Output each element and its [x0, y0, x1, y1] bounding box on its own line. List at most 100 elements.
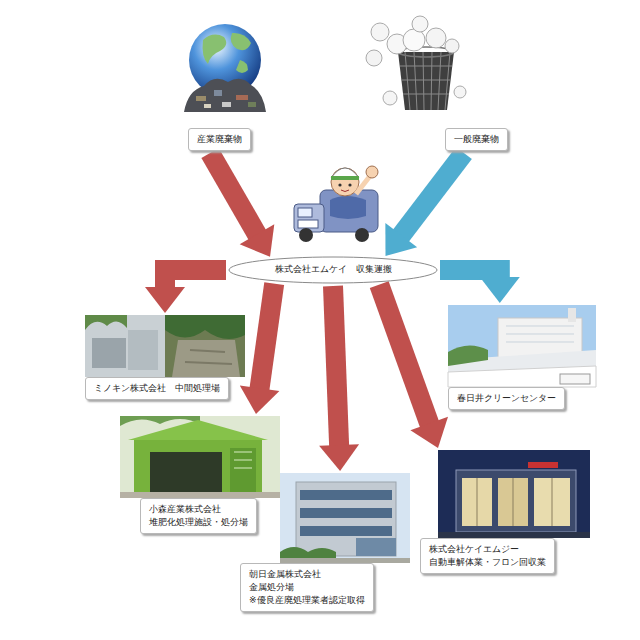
- truck-icon-part: [298, 220, 318, 228]
- clean-center-photo-part: [448, 305, 596, 387]
- rubble-pile: [184, 79, 266, 112]
- arrow-body: [440, 270, 500, 278]
- block-arrow: [240, 284, 280, 414]
- truck-icon: [294, 166, 378, 242]
- label-text: 産業廃棄物: [197, 133, 242, 146]
- plant-photo-part: [92, 338, 126, 368]
- block-arrow: [319, 286, 359, 471]
- plant-photo-part: [165, 315, 245, 377]
- label-text: 堆肥化処理施設・処分場: [149, 516, 248, 529]
- metal-office-photo-part: [300, 490, 392, 500]
- label-text: 小森産業株式会社: [149, 503, 248, 516]
- waste-type-label: 一般廃棄物: [445, 128, 508, 151]
- rubble-pile-part: [184, 79, 266, 112]
- truck-icon-part: [356, 176, 370, 194]
- caption-box: ミノキン株式会社 中間処理場: [85, 377, 229, 400]
- caption-box: 株式会社ケイエムジー自動車解体業・フロン回収業: [420, 538, 555, 574]
- photo-area: [448, 305, 596, 387]
- arrow-body: [379, 285, 429, 425]
- arrow-body: [210, 153, 257, 235]
- arrow-body: [165, 270, 226, 288]
- truck-icon-part: [299, 228, 313, 242]
- arrow-head: [240, 385, 280, 414]
- truck-icon-part: [320, 190, 378, 232]
- facility-box: ミノキン株式会社 中間処理場: [85, 315, 245, 400]
- kmg-building-photo-part: [438, 450, 590, 538]
- arrow-head: [480, 277, 520, 303]
- truck-icon-part: [355, 228, 369, 242]
- truck-icon-part: [330, 196, 366, 219]
- wastebasket-icon-part: [454, 86, 466, 98]
- plant-photo-part: [165, 315, 245, 339]
- label-text: 自動車解体業・フロン回収業: [429, 556, 546, 569]
- wastebasket-icon: [366, 16, 466, 110]
- truck-icon-part: [348, 183, 351, 186]
- facility-box: 朝日金属株式会社金属処分場※優良産廃処理業者認定取得: [280, 473, 414, 612]
- photo-area: [280, 473, 410, 563]
- label-text: ミノキン株式会社 中間処理場: [94, 382, 220, 395]
- rubble-pile-part: [196, 96, 206, 101]
- caption-box: 春日井クリーンセンター: [448, 387, 565, 410]
- block-arrow: [440, 270, 520, 303]
- plant-photo-part: [85, 315, 165, 377]
- rubble-pile-part: [214, 90, 222, 96]
- facility-box: 株式会社ケイエムジー自動車解体業・フロン回収業: [438, 450, 590, 574]
- label-text: ※優良産廃処理業者認定取得: [249, 594, 365, 607]
- wastebasket-icon-part: [366, 50, 382, 66]
- clean-center-photo: [448, 305, 596, 387]
- label-text: 株式会社ケイエムジー: [429, 543, 546, 556]
- wastebasket-icon-part: [426, 28, 446, 48]
- photo-area: [85, 315, 245, 377]
- label-text: 一般廃棄物: [454, 133, 499, 146]
- block-arrow: [145, 270, 226, 313]
- metal-office-photo: [280, 473, 410, 563]
- plant-photo: [85, 315, 245, 377]
- arrow-head: [319, 444, 359, 471]
- rubble-pile-part: [248, 102, 256, 107]
- metal-office-photo-part: [356, 538, 396, 556]
- compost-facility-photo-part: [128, 420, 268, 440]
- compost-facility-photo-part: [234, 452, 252, 468]
- metal-office-photo-part: [296, 482, 396, 556]
- wastebasket-icon-part: [412, 16, 428, 32]
- truck-icon-part: [298, 208, 312, 217]
- clean-center-photo-part: [568, 308, 576, 322]
- block-arrow: [210, 153, 274, 257]
- truck-icon-part: [331, 176, 359, 180]
- globe-icon-part: [203, 35, 227, 64]
- label-text: 金属処分場: [249, 581, 365, 594]
- label-text: 朝日金属株式会社: [249, 568, 365, 581]
- photo-area: [438, 450, 590, 538]
- arrow-body: [401, 153, 464, 236]
- block-arrow: [385, 153, 464, 256]
- truck-icon-part: [366, 166, 378, 178]
- metal-office-photo-part: [300, 526, 392, 536]
- arrow-body: [259, 284, 274, 390]
- rubble-pile-part: [222, 102, 231, 107]
- truck-icon-part: [338, 183, 341, 186]
- facility-box: 小森産業株式会社堆肥化処理施設・処分場: [120, 416, 280, 534]
- arrow-head: [385, 223, 417, 256]
- compost-facility-photo-part: [120, 416, 280, 498]
- compost-facility-photo: [120, 416, 280, 498]
- metal-office-photo-part: [280, 473, 410, 563]
- clean-center-photo-part: [448, 345, 488, 366]
- caption-box: 小森産業株式会社堆肥化処理施設・処分場: [140, 498, 257, 534]
- company-ellipse: 株式会社エムケイ 収集運搬: [228, 256, 438, 284]
- ellipse-outline: [229, 257, 437, 283]
- rubble-pile-part: [204, 104, 211, 108]
- truck-icon-part: [294, 204, 324, 232]
- compost-facility-photo-part: [150, 452, 222, 494]
- arrow-body: [333, 286, 339, 446]
- truck-icon-part: [341, 190, 349, 192]
- clean-center-photo-part: [506, 326, 574, 342]
- rubble-pile-part: [236, 95, 248, 100]
- kmg-building-photo-part: [528, 462, 558, 468]
- globe-icon-part: [231, 33, 251, 50]
- globe-icon-part: [236, 60, 248, 73]
- kmg-building-photo: [438, 450, 590, 538]
- clean-center-photo-part: [560, 374, 590, 384]
- kmg-building-photo-part: [456, 470, 576, 532]
- waste-type-label: 産業廃棄物: [188, 128, 251, 151]
